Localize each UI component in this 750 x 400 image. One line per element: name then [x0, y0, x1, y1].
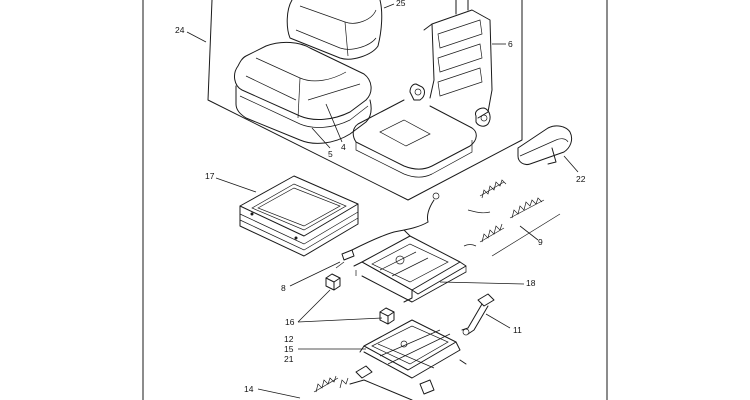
callout-21: 21: [284, 354, 294, 364]
callout-16: 16: [285, 317, 295, 327]
lower-springs: [313, 375, 349, 393]
callout-18: 18: [526, 278, 536, 288]
callout-25: 25: [396, 0, 406, 8]
callout-6: 6: [508, 39, 513, 49]
callout-5: 5: [328, 149, 333, 159]
callout-labels: 25 24 6 5 4 22 17 9 18 8 16 11 12 15 21 …: [175, 0, 586, 394]
seat-assembly-group-box: [207, 0, 523, 201]
springs: [463, 179, 561, 257]
callout-24: 24: [175, 25, 185, 35]
callout-22: 22: [576, 174, 586, 184]
leader-lines: [186, 3, 579, 399]
pads: [325, 273, 395, 325]
callout-14: 14: [244, 384, 254, 394]
page-frame: [142, 0, 608, 400]
cable: [335, 192, 440, 269]
callout-15: 15: [284, 344, 294, 354]
seat-frame: [352, 0, 493, 178]
callout-9: 9: [538, 237, 543, 247]
callout-8: 8: [281, 283, 286, 293]
suspension-mechanism: [349, 319, 467, 400]
gas-spring: [461, 293, 495, 336]
backrest-cushion: [286, 0, 383, 60]
callout-12: 12: [284, 334, 294, 344]
seat-cushion: [234, 41, 372, 144]
callout-11: 11: [513, 325, 522, 335]
base-cover: [239, 175, 359, 257]
callout-4: 4: [341, 142, 346, 152]
callout-17: 17: [205, 171, 215, 181]
armrest: [517, 125, 573, 165]
